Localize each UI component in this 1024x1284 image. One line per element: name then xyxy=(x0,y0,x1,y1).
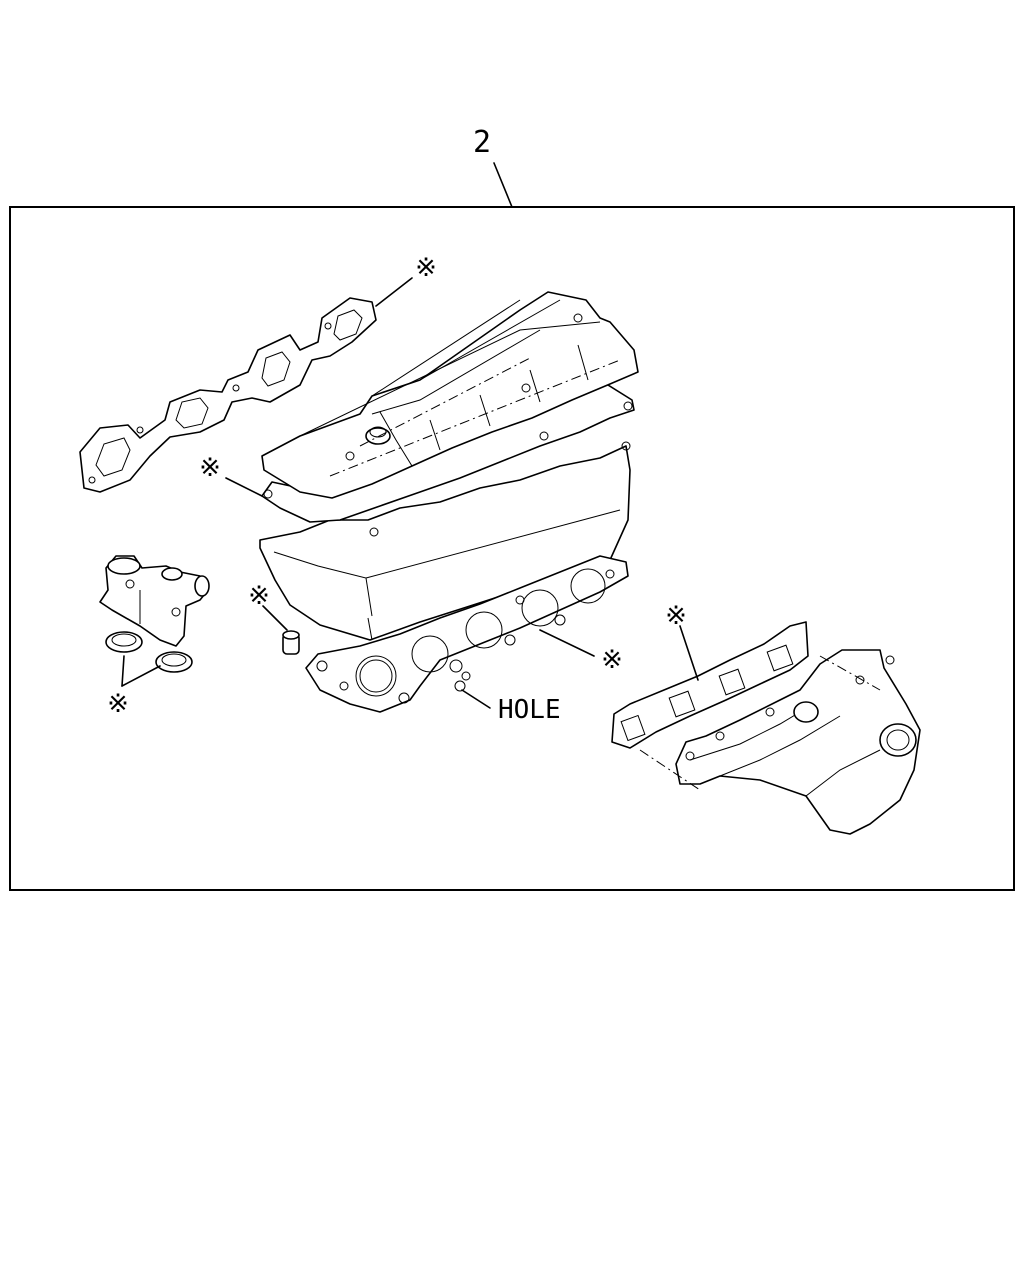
o-rings xyxy=(105,631,193,673)
hole-label: HOLE xyxy=(498,695,561,725)
cylinder-head-block xyxy=(259,445,631,641)
marker-o-rings: ※ xyxy=(107,689,129,719)
marker-stem-seal: ※ xyxy=(248,581,270,611)
marker-leader-exhaust xyxy=(375,277,413,307)
marker-leader-stem-seal xyxy=(262,605,288,631)
marker-intake-gasket: ※ xyxy=(665,601,687,631)
kit-leader-line xyxy=(493,162,513,208)
marker-head-gasket: ※ xyxy=(601,645,623,675)
marker-leader-head-gasket xyxy=(539,629,595,657)
hole-leader-line xyxy=(461,689,491,709)
intake-manifold-gasket xyxy=(611,621,809,749)
cylinder-head-cover xyxy=(261,291,639,499)
marker-leader-cover-gasket xyxy=(225,477,263,497)
marker-leader-oring-1 xyxy=(121,655,125,687)
cylinder-head-gasket xyxy=(305,555,629,713)
intake-manifold xyxy=(639,649,921,835)
marker-exhaust-gasket: ※ xyxy=(415,253,437,283)
kit-number-label: 2 xyxy=(473,125,491,160)
thermostat-housing xyxy=(99,555,210,647)
marker-leader-intake-gasket xyxy=(679,625,699,681)
marker-leader-oring-2 xyxy=(121,665,161,687)
exhaust-manifold-gasket xyxy=(79,297,377,493)
marker-cover-gasket: ※ xyxy=(199,453,221,483)
valve-stem-seal xyxy=(282,630,300,655)
